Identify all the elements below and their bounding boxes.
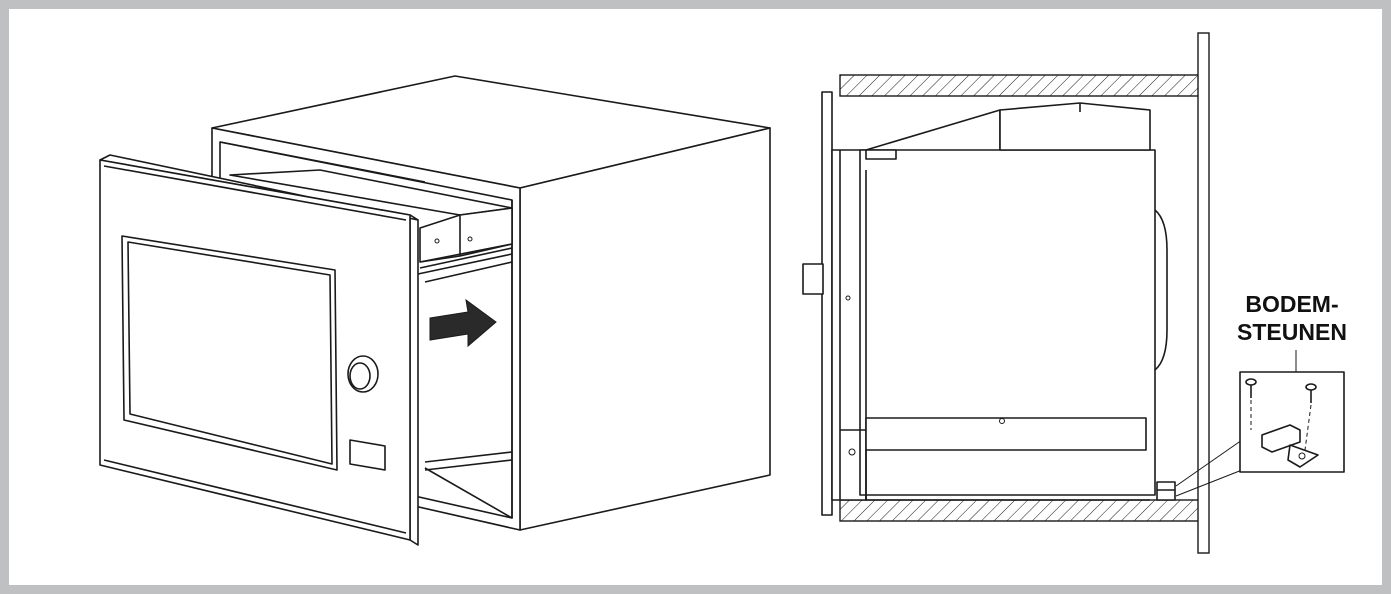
perspective-view bbox=[99, 75, 771, 546]
right-arrow-icon bbox=[429, 298, 497, 348]
oven-window bbox=[121, 235, 338, 471]
bottom-bracket-detail bbox=[1239, 371, 1345, 473]
display-panel bbox=[349, 439, 386, 471]
label-line-1: BODEM- bbox=[1245, 291, 1339, 317]
label-line-2: STEUNEN bbox=[1237, 319, 1347, 345]
control-knob-icon bbox=[347, 355, 379, 393]
screw-icon bbox=[1245, 378, 1257, 398]
oven-section-body bbox=[840, 102, 1176, 501]
oven-body bbox=[229, 169, 513, 275]
cabinet-top-hatch bbox=[839, 74, 1201, 97]
bottom-brackets-label: BODEM- STEUNEN bbox=[1222, 290, 1362, 346]
section-view bbox=[802, 32, 1345, 554]
cabinet-bottom-hatch bbox=[839, 499, 1201, 522]
door-profile bbox=[802, 91, 867, 516]
cabinet-side-wall bbox=[1197, 32, 1210, 554]
screw-icon bbox=[1305, 383, 1317, 403]
